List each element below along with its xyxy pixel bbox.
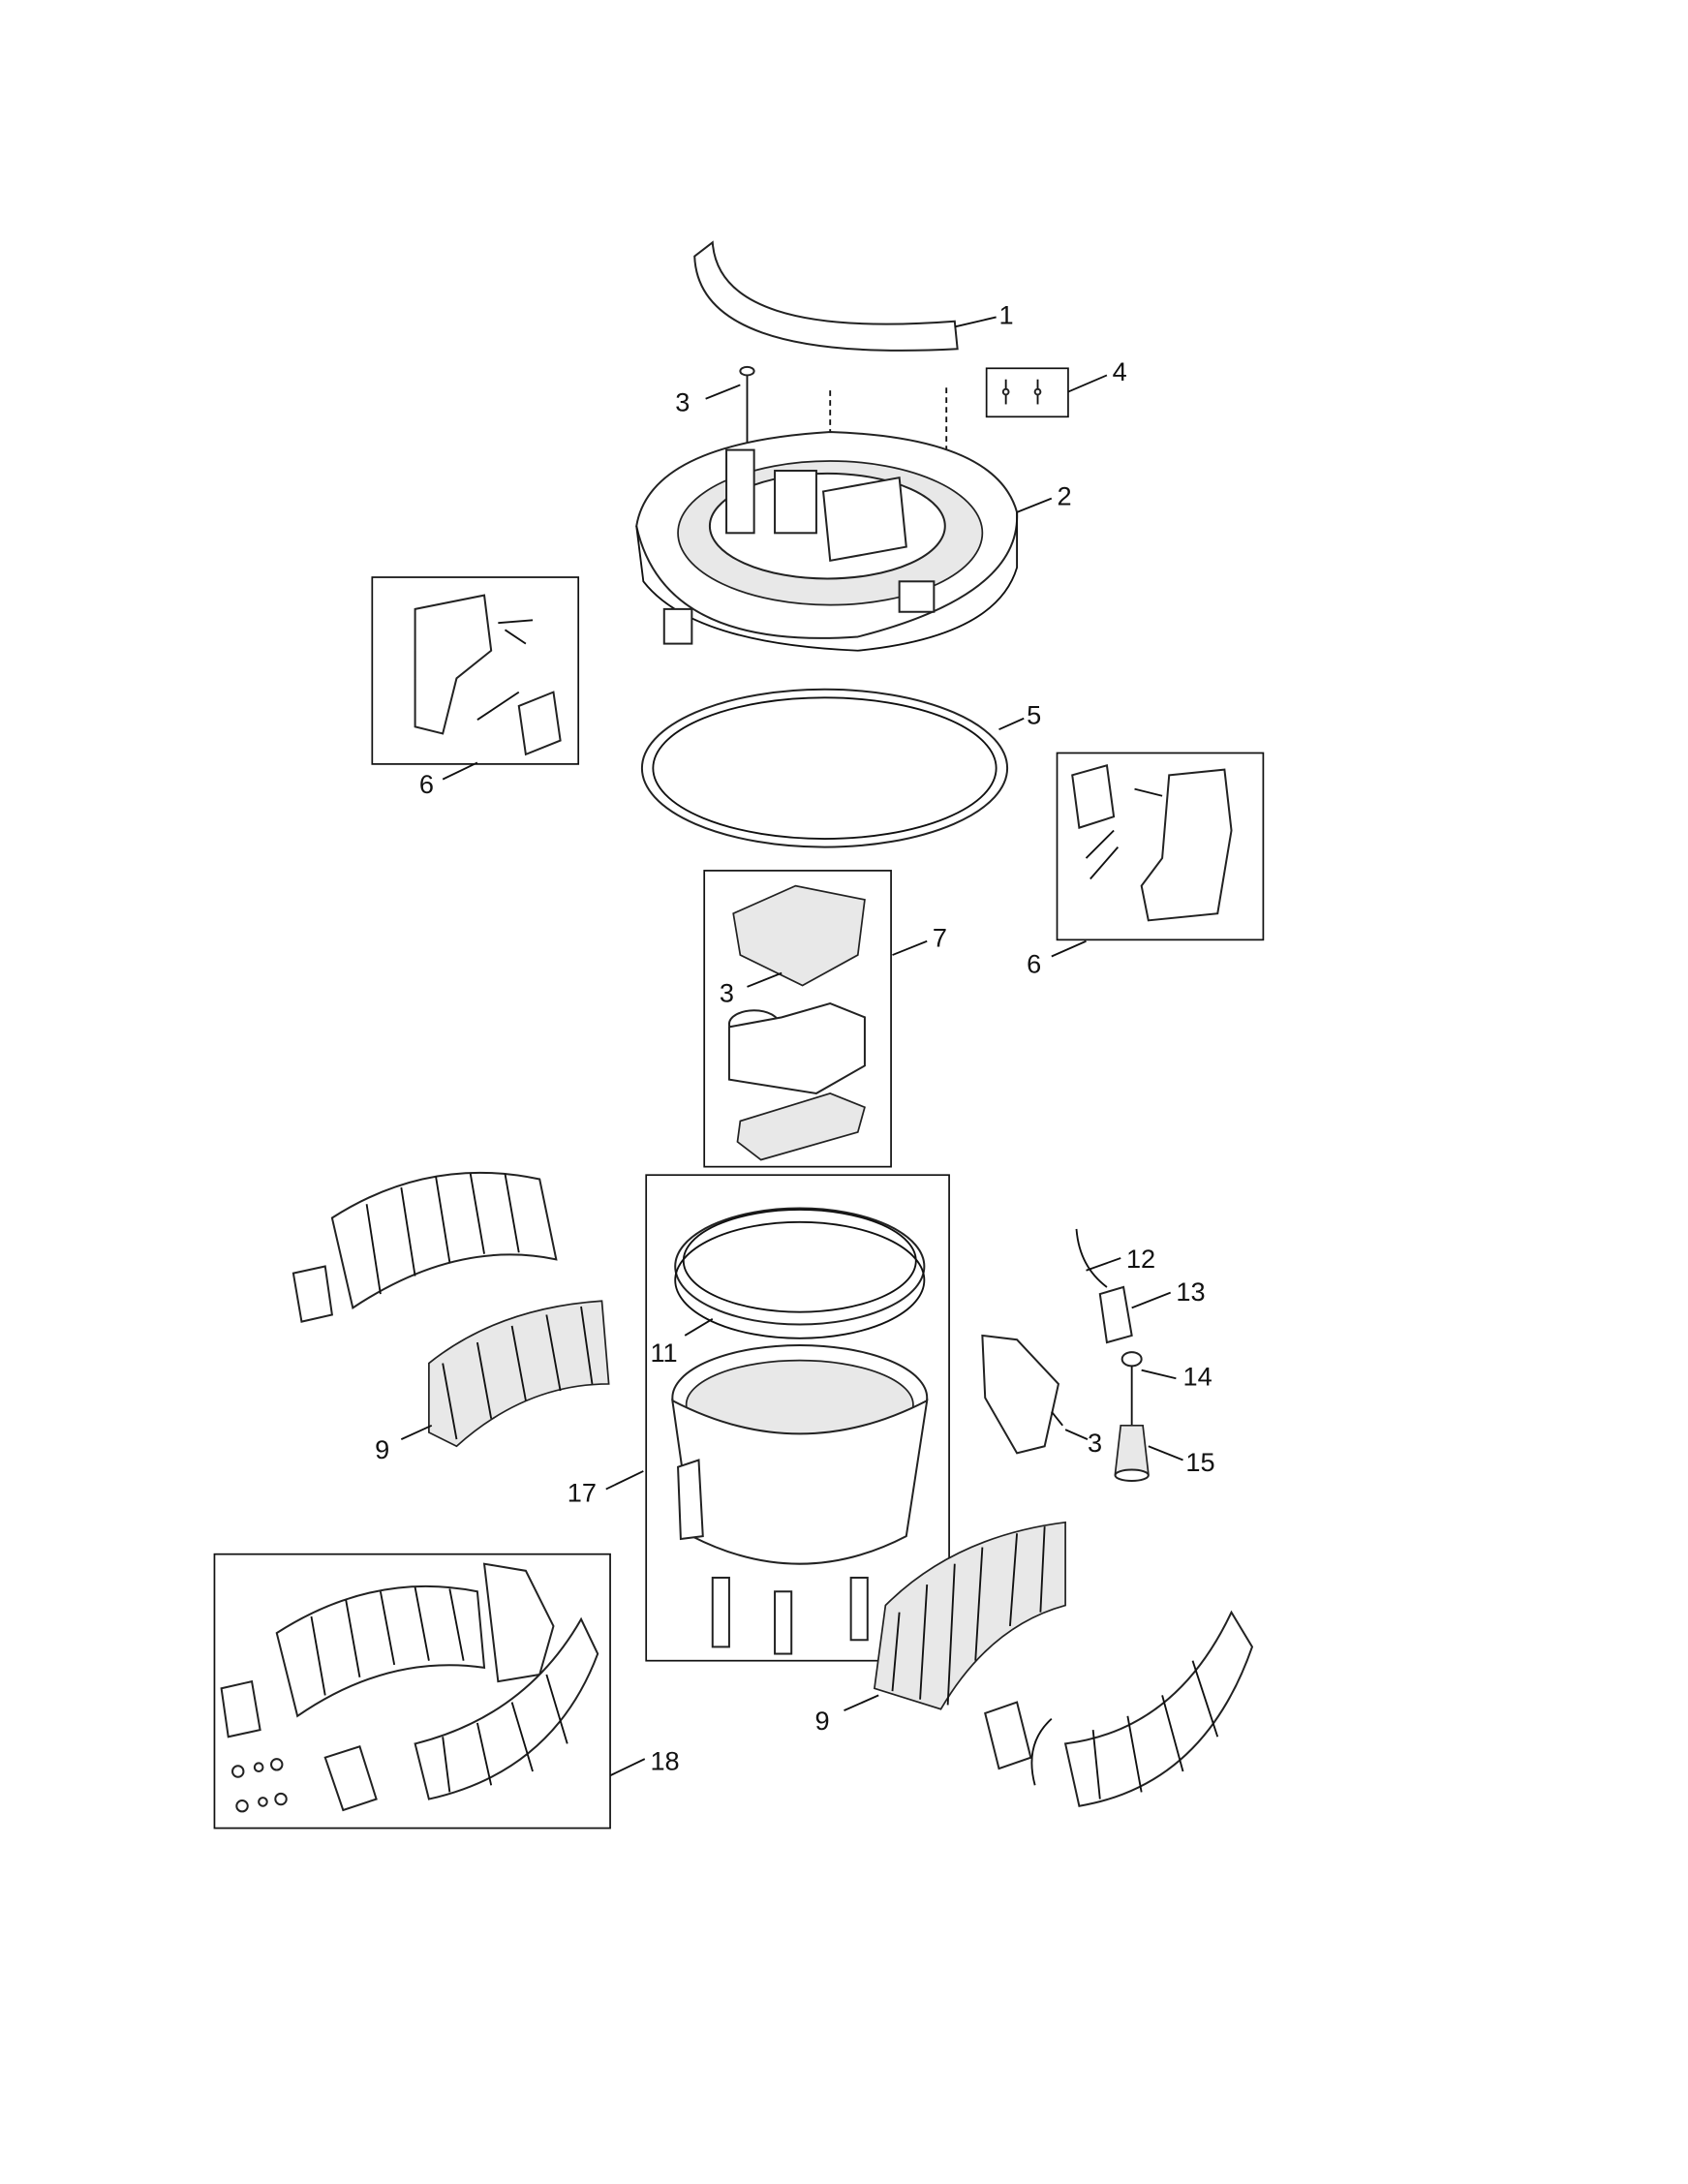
callout-18: 18 — [650, 1746, 679, 1776]
part-1-trim-band — [693, 240, 959, 352]
callout-13: 13 — [1176, 1277, 1205, 1307]
callout-3: 3 — [1088, 1428, 1102, 1458]
leader-line — [747, 971, 783, 988]
part-17-tank-assembly-box — [645, 1174, 950, 1662]
part-6-latch-kit-box — [1056, 752, 1265, 941]
callout-2: 2 — [1058, 481, 1072, 511]
callout-9: 9 — [375, 1434, 389, 1464]
callout-17: 17 — [568, 1477, 597, 1507]
callout-6: 6 — [1027, 949, 1041, 979]
filter-bracket-right — [981, 1334, 1063, 1455]
leader-line — [1148, 1445, 1183, 1461]
callout-4: 4 — [1113, 356, 1127, 386]
leader-line — [1067, 374, 1108, 393]
part-17-filter-tank — [671, 1343, 929, 1655]
leader-line — [684, 1318, 714, 1337]
leader-line — [1141, 1369, 1177, 1380]
callout-1: 1 — [999, 300, 1014, 330]
part-2-top-housing — [635, 431, 1019, 652]
leader-line — [1064, 1429, 1089, 1440]
leader-line — [892, 939, 928, 956]
callout-3: 3 — [675, 387, 690, 417]
callout-11: 11 — [650, 1338, 677, 1368]
leader-line — [998, 717, 1025, 731]
part-7-valve-assembly-box — [703, 870, 892, 1168]
part-7-valve-assembly — [727, 884, 866, 1161]
callout-7: 7 — [933, 922, 947, 952]
leader-line — [844, 1694, 879, 1711]
part-18-filter-kit-box — [213, 1553, 611, 1830]
callout-14: 14 — [1183, 1361, 1212, 1391]
leader-line — [400, 1424, 433, 1440]
parts-12-15-float-assembly — [1075, 1228, 1150, 1482]
part-6-latch-kit — [1071, 764, 1233, 922]
leader-line — [1016, 497, 1053, 513]
filter-cage-lower-right — [984, 1610, 1254, 1807]
part-5-gasket-ring — [640, 688, 1009, 848]
callout-3: 3 — [720, 978, 734, 1008]
part-6-latch-kit — [414, 594, 562, 756]
leader-line — [954, 316, 997, 328]
callout-15: 15 — [1185, 1447, 1214, 1477]
leader-line — [442, 761, 478, 781]
callout-5: 5 — [1027, 699, 1041, 729]
part-4-box — [985, 367, 1069, 418]
callout-9: 9 — [814, 1706, 829, 1736]
leader-line — [1131, 1291, 1172, 1309]
leader-line — [609, 1758, 646, 1777]
leader-line — [605, 1470, 644, 1491]
part-9-pleated-filter — [428, 1300, 610, 1448]
leader-line — [1086, 1257, 1121, 1272]
part-18-filter-kit — [220, 1562, 599, 1813]
part-11-ring — [674, 1207, 926, 1339]
filter-cage-upper-left — [292, 1171, 558, 1323]
leader-line — [705, 384, 741, 400]
callout-6: 6 — [419, 769, 434, 799]
leader-line — [1051, 939, 1087, 958]
callout-12: 12 — [1126, 1244, 1155, 1274]
part-9-pleated-filter-right — [873, 1521, 1066, 1710]
